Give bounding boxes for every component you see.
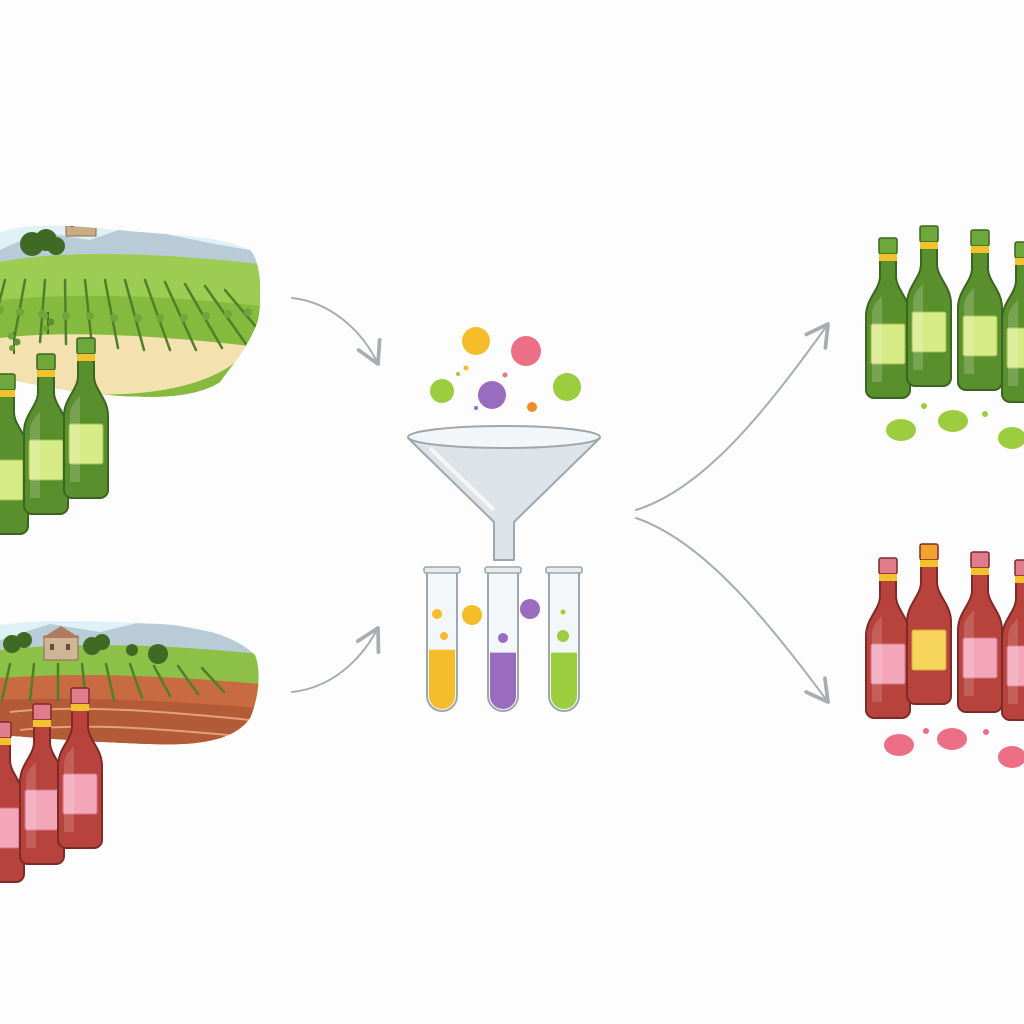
test-tube-icon: [423, 566, 461, 712]
flow-arrow-icon: [291, 626, 381, 693]
flow-arrow-icon: [635, 517, 830, 704]
rose-wine-bottle-icon: [865, 557, 911, 719]
rose-wine-bottle-icon: [957, 551, 1003, 713]
test-tube-icon: [484, 566, 522, 712]
white-wine-bottle-icon: [1001, 241, 1024, 403]
flow-arrow-icon: [635, 322, 830, 511]
test-tube-icon: [545, 566, 583, 712]
funnel-icon: [407, 425, 601, 561]
vineyard-green-icon: [0, 225, 261, 397]
green-flavor-drops: [886, 403, 1024, 449]
pink-flavor-drops: [884, 728, 1024, 768]
rose-wine-bottle-icon: [906, 543, 952, 705]
flow-arrows: [291, 297, 830, 704]
rose-wine-bottle-icon: [1001, 559, 1024, 721]
white-wine-bottle-icon: [957, 229, 1003, 391]
rose-wine-output-group: [865, 543, 1024, 768]
white-wine-bottle-icon: [865, 237, 911, 399]
flow-arrow-icon: [291, 297, 382, 366]
white-wine-output-group: [865, 225, 1024, 449]
test-tubes: [423, 566, 583, 712]
flavor-particles: [430, 327, 581, 412]
white-wine-bottle-icon: [906, 225, 952, 387]
